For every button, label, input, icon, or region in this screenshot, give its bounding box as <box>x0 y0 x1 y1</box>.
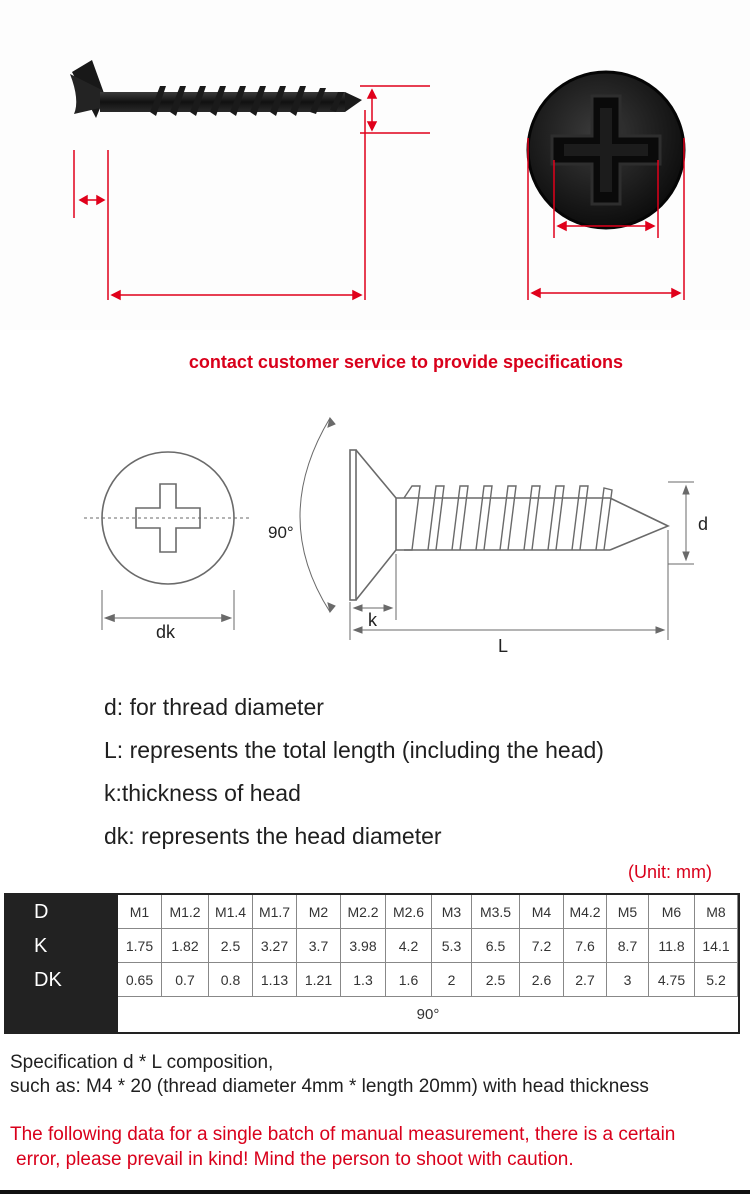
cell-k-3: 3.27 <box>253 929 297 963</box>
cell-d-10: M4.2 <box>564 895 607 929</box>
cell-dk-7: 2 <box>432 963 472 997</box>
unit-note: (Unit: mm) <box>628 862 712 882</box>
side-view-drawing <box>299 416 694 640</box>
d-label: d <box>698 514 708 534</box>
cell-dk-3: 1.13 <box>253 963 297 997</box>
cell-k-2: 2.5 <box>209 929 253 963</box>
cell-dk-9: 2.6 <box>520 963 564 997</box>
screw-photo-illustration <box>70 60 686 301</box>
row-label-blank <box>6 997 118 1033</box>
row-label-k: K <box>6 929 118 963</box>
cell-d-9: M4 <box>520 895 564 929</box>
cell-d-1: M1.2 <box>162 895 209 929</box>
cell-dk-2: 0.8 <box>209 963 253 997</box>
cell-k-6: 4.2 <box>386 929 432 963</box>
cell-d-8: M3.5 <box>472 895 520 929</box>
cell-dk-10: 2.7 <box>564 963 607 997</box>
cell-d-0: M1 <box>118 895 162 929</box>
definition-k: k:thickness of head <box>104 780 301 806</box>
cell-d-11: M5 <box>607 895 649 929</box>
dk-label: dk <box>156 622 176 642</box>
cell-d-6: M2.6 <box>386 895 432 929</box>
red-dimension-lines <box>73 85 430 301</box>
cell-k-4: 3.7 <box>297 929 341 963</box>
cell-dk-12: 4.75 <box>649 963 695 997</box>
definition-d: d: for thread diameter <box>104 694 324 720</box>
product-photo <box>0 0 750 330</box>
cell-d-13: M8 <box>695 895 738 929</box>
cell-k-10: 7.6 <box>564 929 607 963</box>
technical-drawing: dk 90° <box>84 416 708 656</box>
cell-dk-1: 0.7 <box>162 963 209 997</box>
cell-k-5: 3.98 <box>341 929 386 963</box>
cell-d-5: M2.2 <box>341 895 386 929</box>
L-label: L <box>498 636 508 656</box>
cell-d-4: M2 <box>297 895 341 929</box>
cell-d-2: M1.4 <box>209 895 253 929</box>
cell-dk-8: 2.5 <box>472 963 520 997</box>
cell-dk-0: 0.65 <box>118 963 162 997</box>
cell-d-7: M3 <box>432 895 472 929</box>
cell-dk-13: 5.2 <box>695 963 738 997</box>
angle-row-cell: 90° <box>416 1006 440 1023</box>
warning-line1: The following data for a single batch of… <box>10 1124 676 1145</box>
screw-head-top-view <box>526 70 686 230</box>
cell-dk-5: 1.3 <box>341 963 386 997</box>
cell-k-11: 8.7 <box>607 929 649 963</box>
cell-k-9: 7.2 <box>520 929 564 963</box>
definition-dk: dk: represents the head diameter <box>104 823 442 849</box>
row-label-dk: DK <box>6 963 118 997</box>
contact-note: contact customer service to provide spec… <box>188 352 624 372</box>
angle-label: 90° <box>268 523 294 542</box>
cell-k-0: 1.75 <box>118 929 162 963</box>
cell-k-1: 1.82 <box>162 929 209 963</box>
spec-composition-line1: Specification d * L composition, <box>10 1052 274 1073</box>
definition-L: L: represents the total length (includin… <box>104 737 604 763</box>
red-head-dimension-lines <box>527 138 685 300</box>
cell-k-7: 5.3 <box>432 929 472 963</box>
row-label-d: D <box>6 895 118 929</box>
spec-composition-line2: such as: M4 * 20 (thread diameter 4mm * … <box>10 1076 649 1097</box>
bottom-divider <box>0 1190 750 1194</box>
head-circle-drawing <box>84 451 250 630</box>
cell-dk-4: 1.21 <box>297 963 341 997</box>
screw-side-view <box>70 60 362 118</box>
warning-line2: error, please prevail in kind! Mind the … <box>16 1149 574 1170</box>
cell-dk-11: 3 <box>607 963 649 997</box>
cell-d-12: M6 <box>649 895 695 929</box>
k-label: k <box>368 610 378 630</box>
cell-d-3: M1.7 <box>253 895 297 929</box>
cell-k-12: 11.8 <box>649 929 695 963</box>
cell-k-13: 14.1 <box>695 929 738 963</box>
cell-k-8: 6.5 <box>472 929 520 963</box>
cell-dk-6: 1.6 <box>386 963 432 997</box>
